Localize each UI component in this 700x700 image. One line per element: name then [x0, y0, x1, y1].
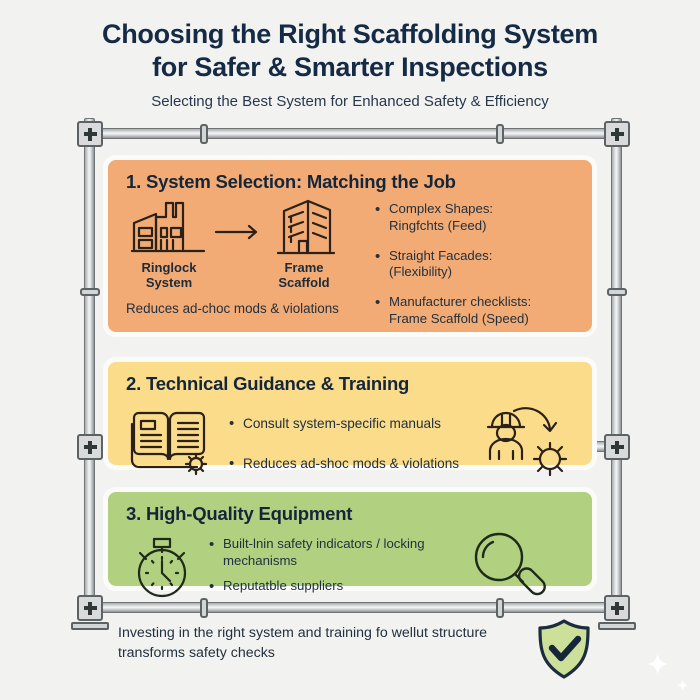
panel2-bullet-list: Consult system-specific manuals Reduces … — [214, 414, 480, 473]
scaffold-joint-mid-right — [604, 434, 630, 460]
scaffold-pole-right — [611, 118, 622, 618]
magnifying-glass-icon — [466, 527, 550, 612]
factory-icon — [130, 201, 208, 259]
office-building-icon — [268, 199, 340, 259]
scaffold-pole-left — [84, 118, 95, 618]
list-item: Reduces ad-shoc mods & violations — [228, 453, 480, 472]
sparkle-decoration-1: ✦ — [645, 649, 671, 682]
scaffold-collar-top-left — [200, 124, 208, 144]
scaffold-joint-bottom-right — [604, 595, 630, 621]
scaffold-collar-pole-right-upper — [607, 288, 627, 296]
list-item: Straight Facades: (Flexibility) — [374, 247, 576, 282]
stopwatch-icon — [126, 533, 198, 606]
list-item: Built-lnin safety indicators / locking m… — [208, 535, 466, 570]
footer-text: Investing in the right system and traini… — [118, 624, 538, 663]
scaffold-collar-top-right — [496, 124, 504, 144]
panel-system-selection[interactable]: 1. System Selection: Matching the Job — [103, 155, 597, 337]
list-item: Complex Shapes: Ringfchts (Feed) — [374, 200, 576, 235]
open-book-gear-icon — [126, 406, 214, 481]
scaffold-collar-pole-left-upper — [80, 288, 100, 296]
sparkle-decoration-2: ✦ — [676, 678, 690, 695]
header: Choosing the Right Scaffolding System fo… — [0, 18, 700, 110]
panel3-title: 3. High-Quality Equipment — [126, 503, 353, 524]
footer-line2: transforms safety checks — [118, 644, 275, 661]
panel3-bullet-list: Built-lnin safety indicators / locking m… — [198, 535, 466, 602]
scaffold-foot-right — [598, 622, 636, 630]
panel1-bullet-list: Complex Shapes: Ringfchts (Feed) Straigh… — [374, 200, 576, 328]
page-title-line1: Choosing the Right Scaffolding System — [102, 19, 598, 49]
list-item: Consult system-specific manuals — [228, 414, 480, 433]
arrow-right-icon — [214, 223, 262, 246]
panel-high-quality-equipment[interactable]: 3. High-Quality Equipment Built-lnin saf… — [103, 487, 597, 598]
panel1-left-label: Ringlock System — [141, 260, 197, 291]
panel-technical-guidance[interactable]: 2. Technical Guidance & Training Consult… — [103, 357, 597, 477]
panel1-bullet-column: Complex Shapes: Ringfchts (Feed) Straigh… — [374, 195, 576, 341]
scaffold-joint-bottom-left — [77, 595, 103, 621]
panel1-title: 1. System Selection: Matching the Job — [126, 171, 456, 192]
scaffold-rail-top — [84, 128, 617, 139]
footer-line1: Investing in the right system and traini… — [118, 625, 488, 641]
shield-check-icon — [536, 618, 592, 685]
list-item: Reputatble suppliers — [208, 577, 466, 596]
scaffold-foot-left — [71, 622, 109, 630]
scaffold-joint-top-right — [604, 121, 630, 147]
scaffold-joint-mid-left — [77, 434, 103, 460]
panel2-title: 2. Technical Guidance & Training — [126, 373, 410, 394]
panel1-icon-column: Ringlock System — [126, 195, 374, 341]
page-title-line2: for Safer & Smarter Inspections — [152, 51, 548, 82]
page-subtitle: Selecting the Best System for Enhanced S… — [151, 92, 549, 110]
scaffold-joint-top-left — [77, 121, 103, 147]
list-item: Manufacturer checklists: Frame Scaffold … — [374, 293, 576, 328]
panel1-right-label: Frame Scaffold — [278, 260, 330, 291]
panel1-note: Reduces ad-choc mods & violations — [126, 300, 339, 316]
worker-gear-arrow-icon — [480, 397, 576, 490]
